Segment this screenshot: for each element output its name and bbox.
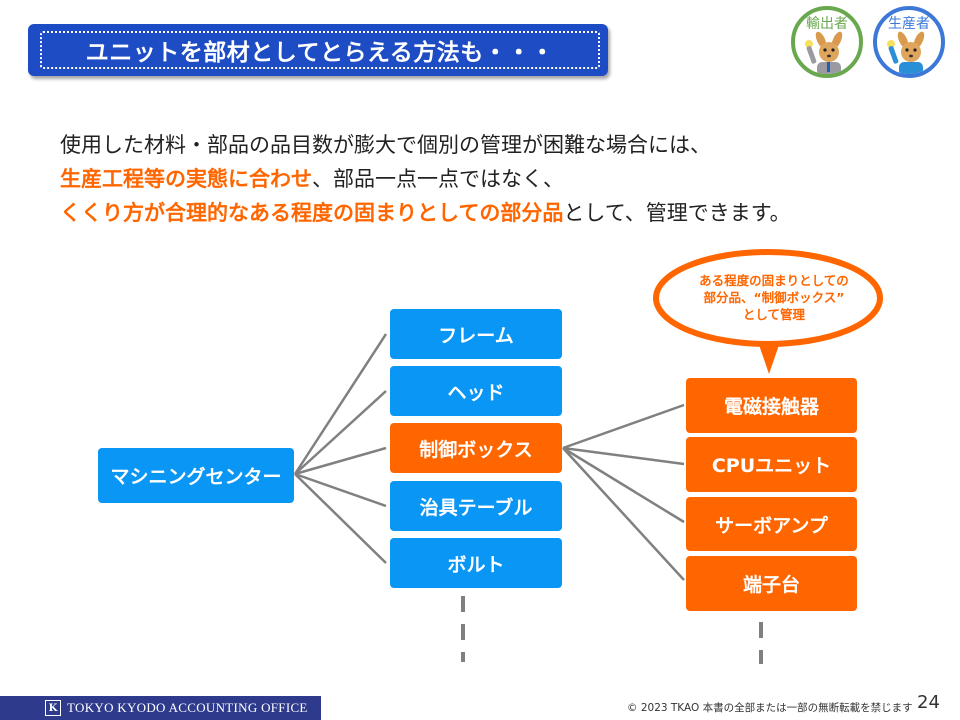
- title-banner: ユニットを部材としてとらえる方法も・・・: [28, 24, 608, 76]
- connector-root-bolt: [294, 473, 387, 564]
- connector-control-box-contactor: [562, 403, 685, 450]
- connector-root-head: [294, 390, 387, 475]
- callout-text: ある程度の固まりとしての 部分品、“制御ボックス” として管理: [664, 272, 884, 323]
- company-logo-icon: K: [45, 700, 61, 716]
- subcomponent-node: サーボアンプ: [686, 497, 857, 551]
- connector-root-frame: [293, 333, 388, 475]
- exporter-avatar: 輸出者: [791, 6, 863, 78]
- page-title: ユニットを部材としてとらえる方法も・・・: [40, 31, 600, 69]
- intro-text: 使用した材料・部品の品目数が膨大で個別の管理が困難な場合には、 生産工程等の実態…: [60, 128, 920, 230]
- callout-line-2: 部分品、“制御ボックス”: [703, 290, 845, 305]
- root-node: マシニングセンター: [98, 448, 294, 503]
- intro-line-3: くくり方が合理的なある程度の固まりとしての部分品として、管理できます。: [60, 196, 920, 230]
- component-node: フレーム: [390, 309, 562, 359]
- footer-bar: K TOKYO KYODO ACCOUNTING OFFICE: [0, 696, 321, 720]
- connector-control-box-servo: [562, 446, 685, 524]
- intro-highlight-1: 生産工程等の実態に合わせ: [60, 167, 312, 191]
- callout-bubble: [653, 249, 883, 374]
- connector-root-control-box: [294, 446, 387, 476]
- subcomponent-node: CPUユニット: [686, 437, 857, 492]
- kangaroo-worker-icon: [887, 31, 925, 74]
- intro-line-2-rest: 、部品一点一点ではなく、: [312, 167, 564, 191]
- intro-line-3-rest: として、管理できます。: [563, 201, 791, 225]
- exporter-label: 輸出者: [806, 16, 848, 32]
- page-number: 24: [917, 692, 940, 713]
- copyright-notice: © 2023 TKAO 本書の全部または一部の無断転載を禁じます: [627, 702, 913, 714]
- producer-label: 生産者: [888, 16, 930, 32]
- component-node-highlighted: 制御ボックス: [390, 423, 562, 473]
- subcomponent-node: 電磁接触器: [686, 378, 857, 433]
- connector-root-jig-table: [294, 472, 387, 508]
- connector-control-box-terminal: [562, 447, 685, 581]
- kangaroo-businessman-icon: [805, 31, 843, 74]
- component-node: ヘッド: [390, 366, 562, 416]
- connector-control-box-cpu: [562, 446, 685, 466]
- intro-line-1: 使用した材料・部品の品目数が膨大で個別の管理が困難な場合には、: [60, 133, 711, 157]
- subcomponent-node: 端子台: [686, 556, 857, 611]
- company-name: TOKYO KYODO ACCOUNTING OFFICE: [67, 700, 308, 715]
- component-node: 治具テーブル: [390, 481, 562, 531]
- intro-line-2: 生産工程等の実態に合わせ、部品一点一点ではなく、: [60, 162, 920, 196]
- component-node: ボルト: [390, 538, 562, 588]
- producer-avatar: 生産者: [873, 6, 945, 78]
- callout-line-1: ある程度の固まりとしての: [699, 273, 849, 288]
- callout-line-3: として管理: [742, 307, 806, 322]
- intro-highlight-2: くくり方が合理的なある程度の固まりとしての部分品: [60, 201, 564, 225]
